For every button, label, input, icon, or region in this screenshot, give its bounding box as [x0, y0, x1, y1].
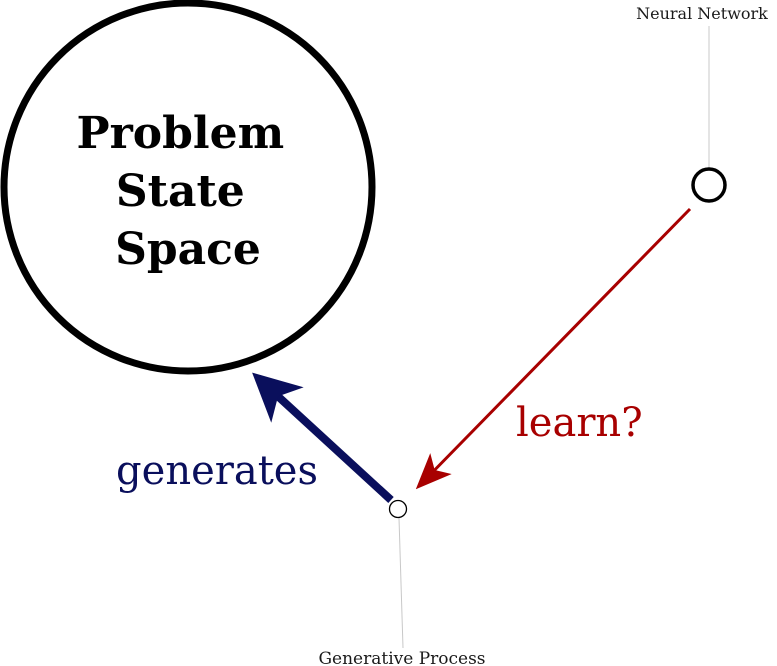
learn-label: learn? — [516, 400, 643, 446]
neural-network-label: Neural Network — [636, 4, 768, 23]
neural-network-node — [691, 167, 727, 203]
generates-arrow — [252, 372, 394, 503]
problem-state-space-line-3: Space — [115, 224, 261, 275]
problem-state-space-line-1: Problem — [77, 108, 285, 159]
learn-arrow — [415, 207, 692, 490]
problem-state-space-node — [0, 0, 376, 375]
generates-label: generates — [116, 448, 318, 494]
problem-state-space-label: Problem State Space — [77, 108, 300, 275]
problem-state-space-line-2: State — [116, 166, 245, 217]
generative-process-leader-line — [398, 517, 404, 649]
generative-process-label: Generative Process — [318, 649, 485, 666]
generative-process-node — [388, 499, 408, 519]
